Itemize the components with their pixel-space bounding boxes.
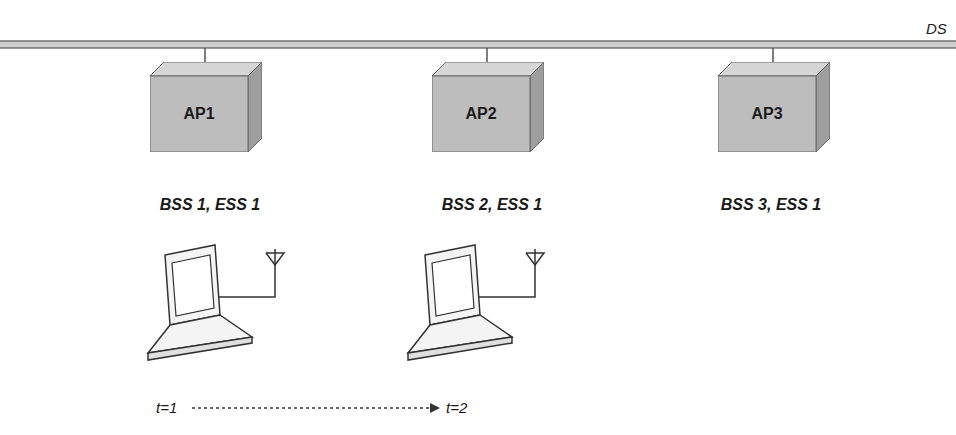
label-holder: t=1 [156, 399, 177, 417]
laptop [408, 245, 544, 360]
bss-region: BSS 1, ESS 1 [27, 142, 383, 435]
time-label: t=1 [156, 399, 177, 416]
region-shape [597, 142, 953, 435]
region-shape [309, 142, 665, 435]
label-holder: DS [926, 20, 947, 38]
region-label: BSS 2, ESS 1 [442, 196, 543, 214]
region-shape [27, 142, 383, 435]
access-point: AP1 [150, 62, 262, 152]
access-point: AP3 [718, 62, 830, 152]
region-label: BSS 3, ESS 1 [721, 196, 822, 214]
network-name: DS [926, 20, 947, 37]
time-label: t=2 [446, 399, 467, 416]
device-label: AP1 [183, 105, 214, 123]
label-holder: t=2 [446, 399, 467, 417]
region-label: BSS 1, ESS 1 [160, 196, 261, 214]
move-arrow [192, 407, 432, 409]
ds-line [0, 41, 956, 48]
bss-region: BSS 3, ESS 1 [597, 142, 953, 435]
device-label: AP2 [465, 105, 496, 123]
bss-region: BSS 2, ESS 1 [309, 142, 665, 435]
arrow-head [430, 403, 440, 413]
laptop [148, 245, 284, 360]
device-label: AP3 [751, 105, 782, 123]
access-point: AP2 [432, 62, 544, 152]
